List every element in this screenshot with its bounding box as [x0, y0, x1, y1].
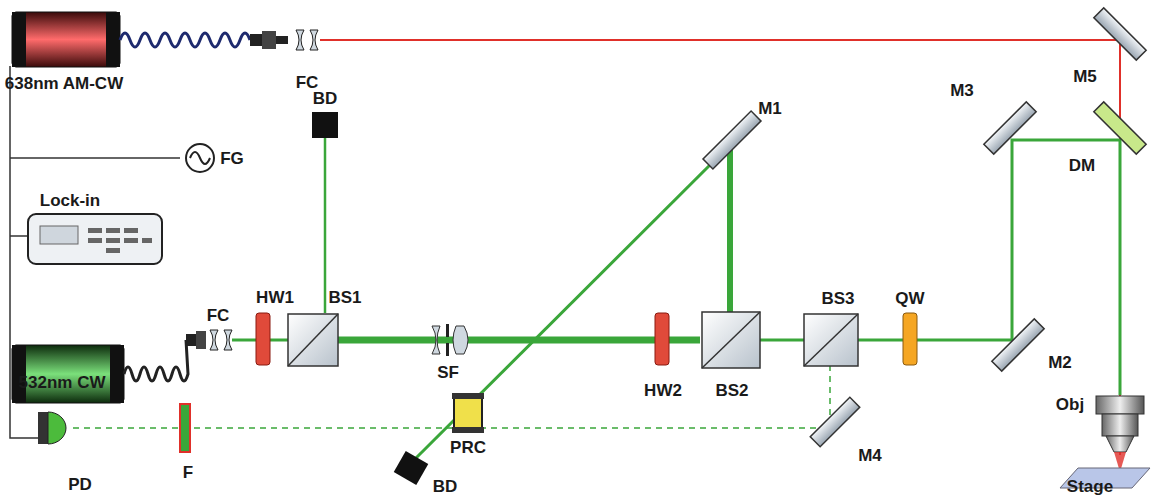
fiber-connector	[250, 30, 318, 50]
fiber-connector	[186, 330, 232, 350]
component-label: BD	[433, 478, 458, 495]
component-label: FC	[207, 307, 230, 324]
component-label: M4	[858, 447, 882, 464]
wires	[10, 66, 180, 438]
crystal	[452, 393, 484, 433]
fiber	[120, 33, 250, 47]
component-label: M5	[1073, 68, 1097, 85]
component-label: M2	[1048, 354, 1072, 371]
lock-in-amplifier	[28, 214, 162, 264]
fiber	[124, 340, 188, 381]
objective	[1096, 396, 1144, 472]
component-label: HW2	[644, 382, 682, 399]
component-label: Stage	[1067, 478, 1113, 495]
component-label: Lock-in	[40, 192, 100, 209]
beam-splitter	[288, 312, 858, 368]
photodiode	[38, 412, 66, 444]
component-label: HW1	[256, 289, 294, 306]
component-label: 532nm CW	[19, 374, 106, 391]
component-label: 638nm AM-CW	[5, 75, 123, 92]
component-label: BS2	[715, 382, 748, 399]
dichroic-mirror	[1094, 102, 1146, 154]
function-generator	[186, 144, 214, 172]
component-label: BS3	[821, 290, 854, 307]
green-laser	[12, 345, 124, 403]
mirror	[703, 8, 1146, 447]
component-label: PD	[68, 476, 92, 493]
component-label: F	[183, 464, 193, 481]
red-laser	[12, 12, 120, 67]
filter	[180, 404, 190, 452]
component-label: M1	[758, 100, 782, 117]
component-label: BD	[313, 90, 338, 107]
component-label: BS1	[328, 289, 361, 306]
beam-dump	[394, 451, 429, 485]
green-beam	[232, 138, 1120, 462]
half-wave-plate	[256, 313, 270, 365]
quarter-wave-plate	[903, 313, 917, 365]
component-label: Obj	[1056, 396, 1084, 413]
component-label: FG	[220, 150, 244, 167]
half-wave-plate	[655, 313, 669, 365]
spatial-filter	[432, 324, 468, 356]
component-label: QW	[895, 290, 924, 307]
component-label: SF	[437, 364, 459, 381]
red-beam	[320, 40, 1120, 455]
component-label: DM	[1069, 157, 1095, 174]
beam-dump	[312, 112, 338, 138]
component-label: FC	[296, 74, 319, 91]
component-label: M3	[950, 82, 974, 99]
component-label: PRC	[450, 439, 486, 456]
